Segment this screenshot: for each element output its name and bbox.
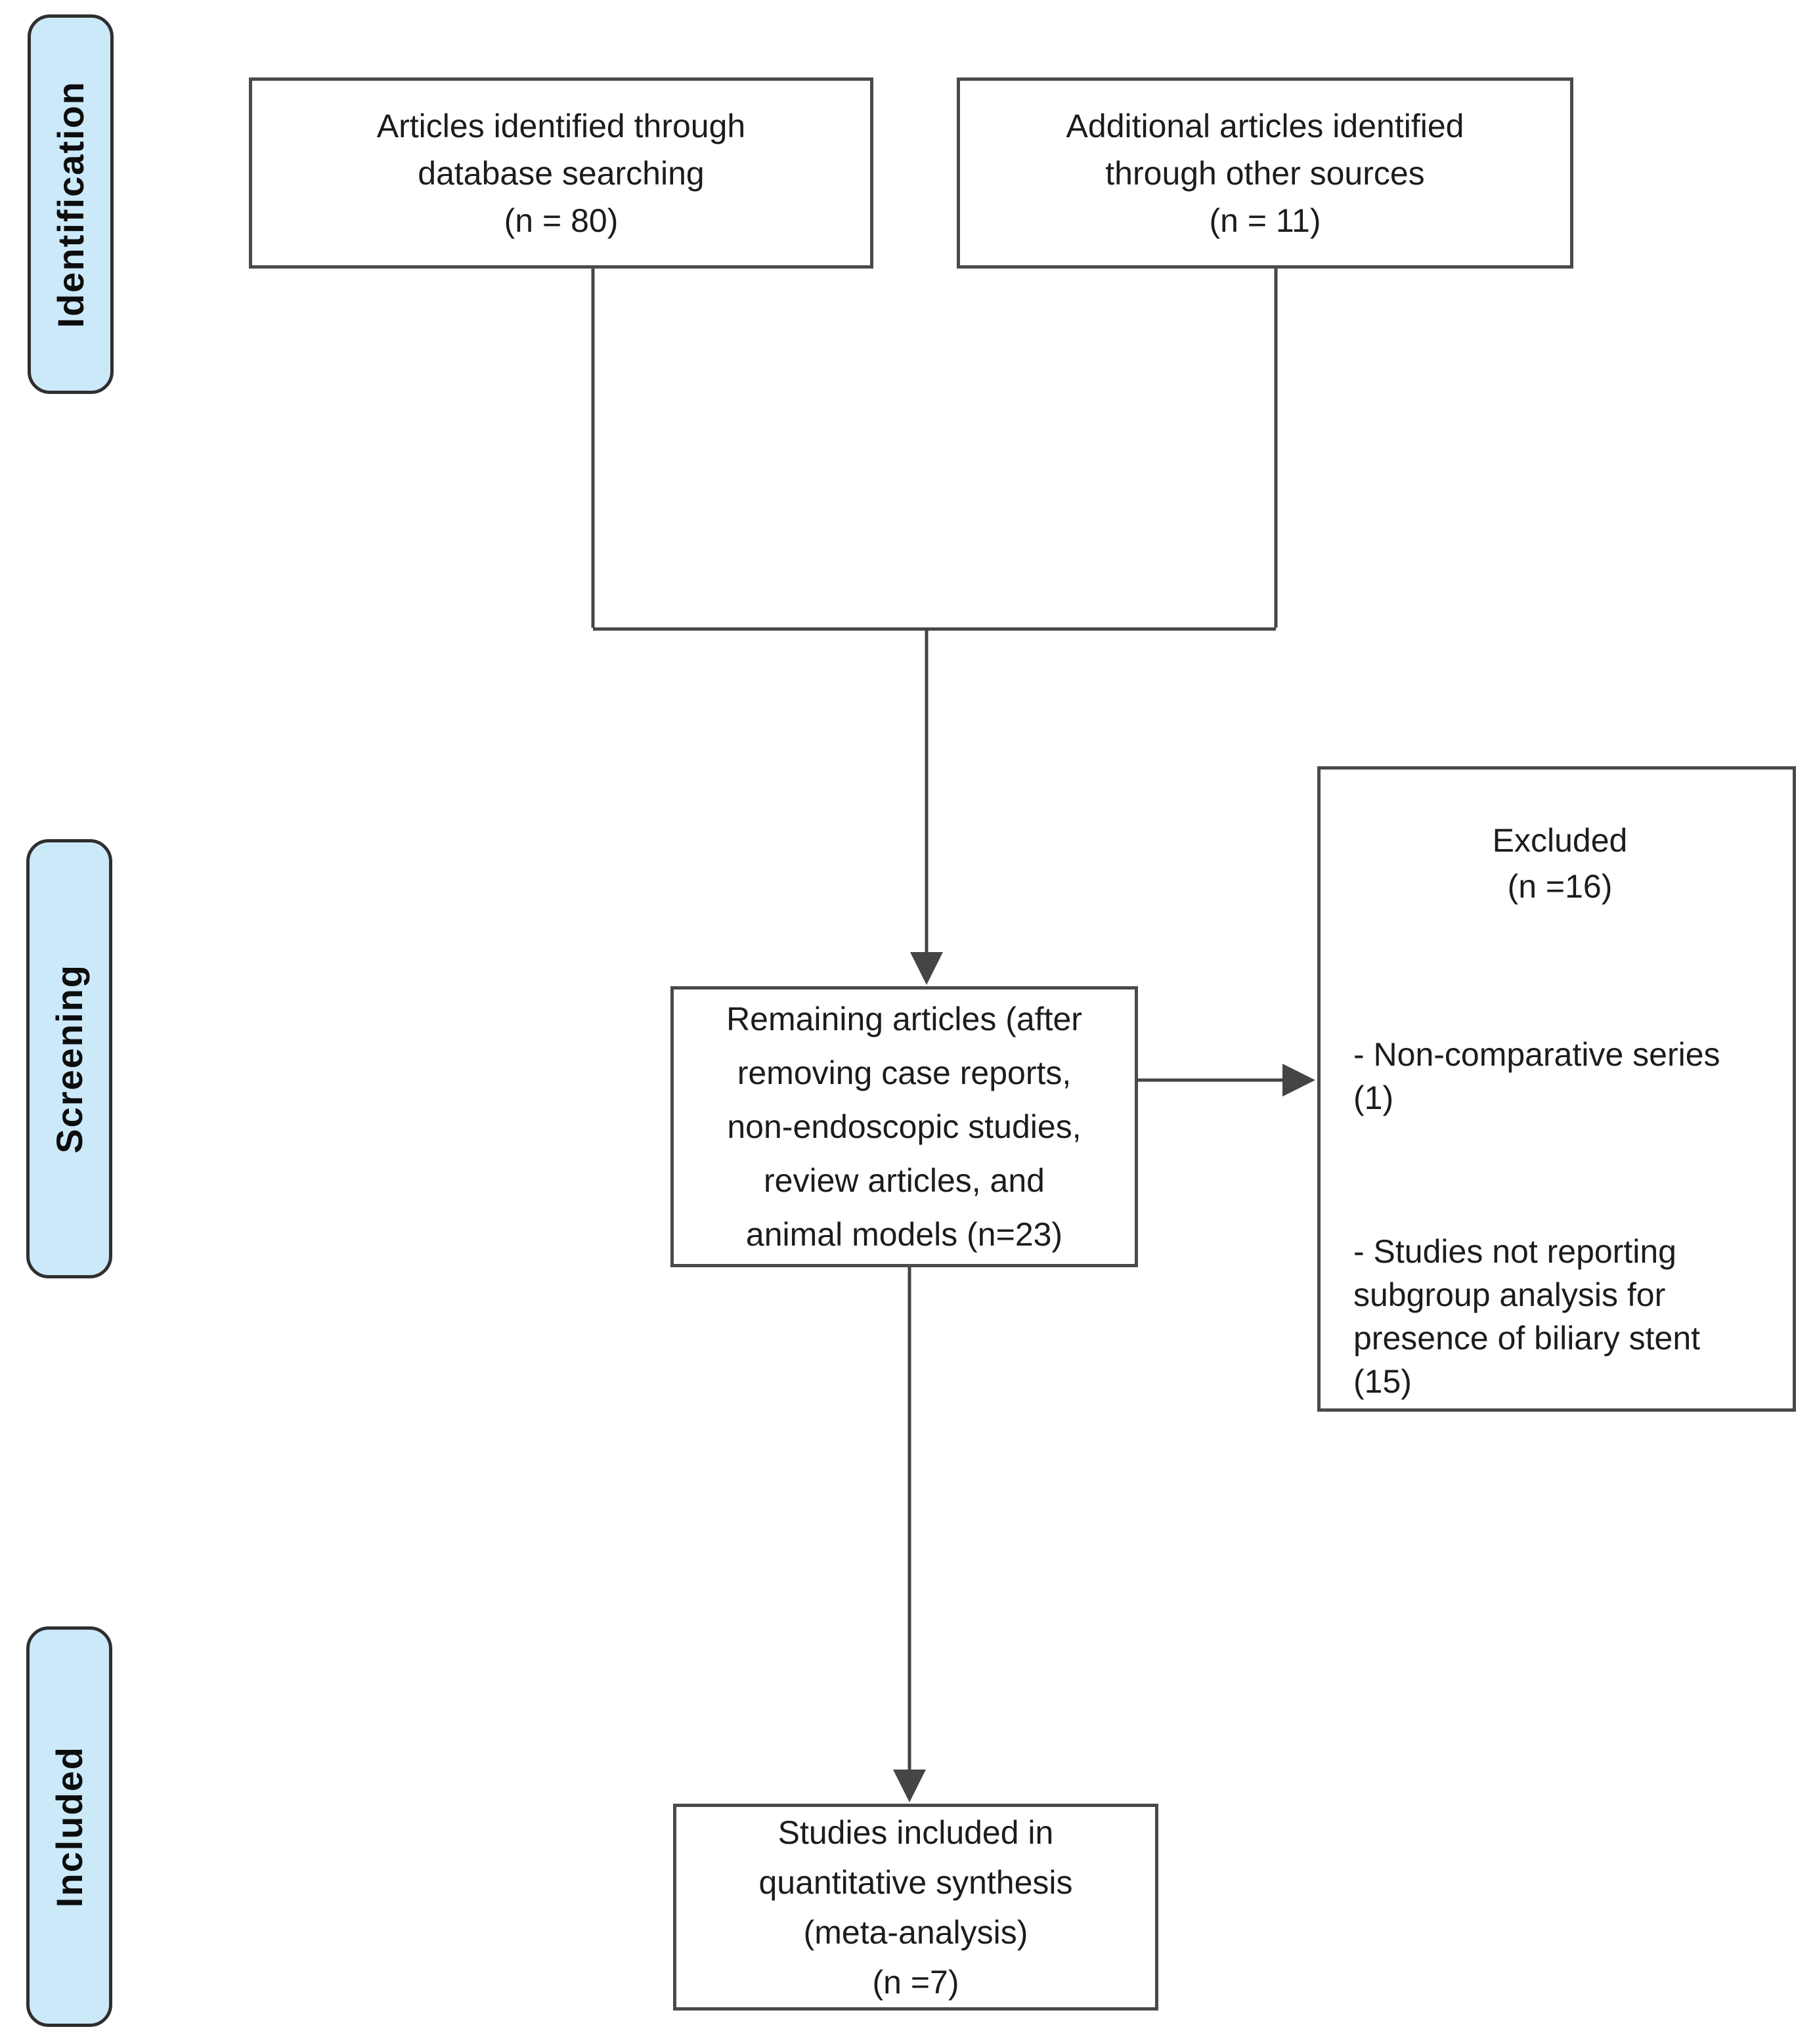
stage-label-included: Included [26, 1626, 112, 2027]
excluded-title: Excluded (n =16) [1492, 822, 1628, 905]
excluded-reason-no-subgroup: - Studies not reporting subgroup analysi… [1353, 1233, 1701, 1400]
box-articles-other-sources: Additional articles identified through o… [957, 77, 1573, 269]
stage-label-screening: Screening [26, 839, 112, 1278]
box-remaining-articles: Remaining articles (after removing case … [670, 986, 1138, 1267]
box-studies-included: Studies included in quantitative synthes… [673, 1804, 1158, 2011]
stage-label-included-text: Included [49, 1745, 90, 1908]
box-excluded: Excluded (n =16) - Non-comparative serie… [1317, 766, 1796, 1412]
arrowhead-included [893, 1770, 926, 1802]
stage-label-identification: Identification [28, 14, 114, 394]
excluded-reason-non-comparative: - Non-comparative series (1) [1353, 1036, 1720, 1116]
stage-label-identification-text: Identification [50, 80, 91, 328]
arrowhead-excluded [1282, 1064, 1315, 1097]
box-articles-database: Articles identified through database sea… [249, 77, 873, 269]
stage-label-screening-text: Screening [49, 964, 90, 1154]
arrowhead-remaining [910, 952, 943, 985]
